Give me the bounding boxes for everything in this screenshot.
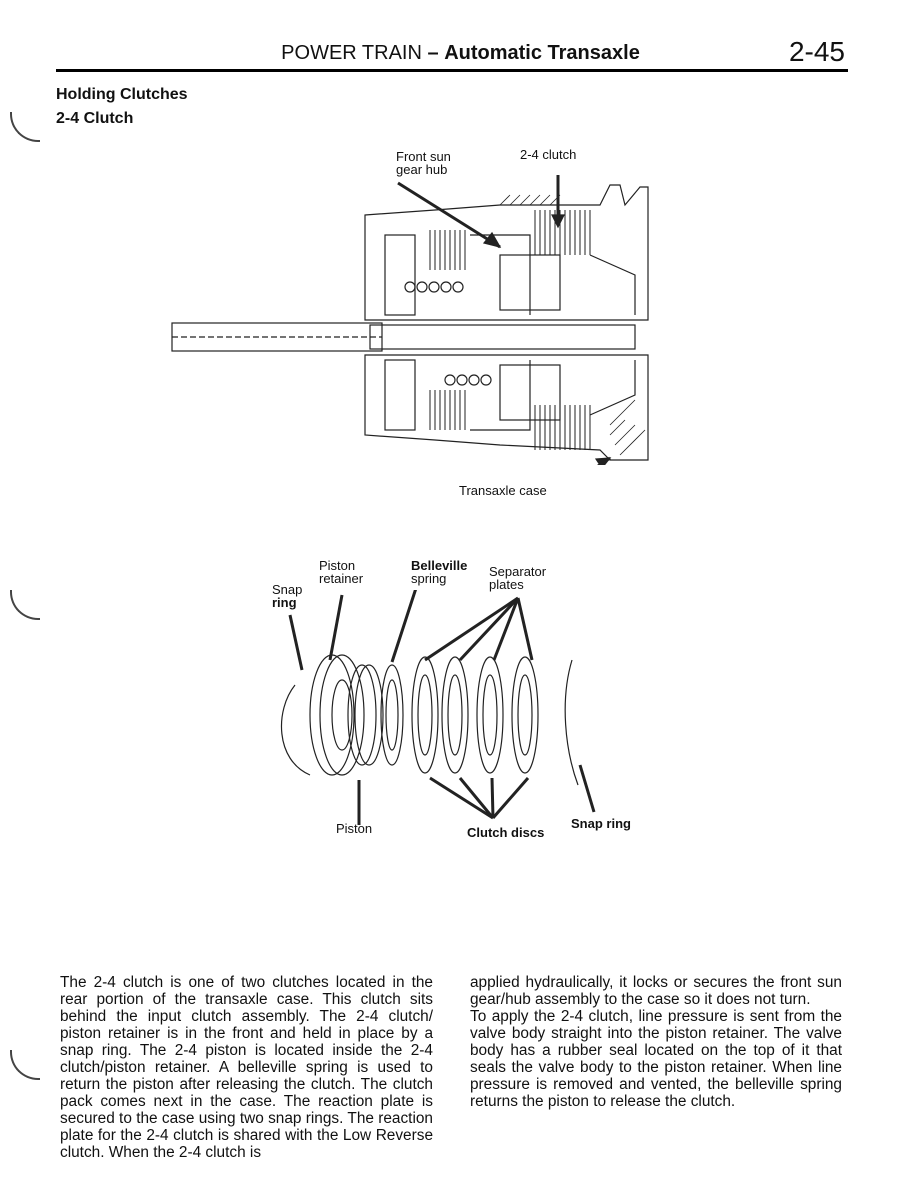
body-paragraph: The 2-4 clutch is one of two clutches lo… bbox=[60, 974, 433, 1161]
label-transaxle-case: Transaxle case bbox=[459, 483, 547, 498]
label-belleville-1: Belleville bbox=[411, 558, 468, 573]
label-belleville-2: spring bbox=[411, 571, 447, 586]
label-snap-1: Snap bbox=[272, 582, 303, 597]
header-title-left: POWER TRAIN bbox=[281, 42, 422, 64]
section-heading: Holding Clutches bbox=[56, 86, 188, 103]
label-piston: Piston bbox=[336, 821, 373, 836]
body-paragraph: applied hydraulically, it locks or secur… bbox=[470, 974, 842, 1008]
page-header-title: POWER TRAIN – Automatic Transaxle bbox=[0, 42, 921, 65]
clutch-exploded-illustration bbox=[280, 590, 596, 825]
binding-hole-mark bbox=[10, 590, 40, 620]
label-separator-2: plates bbox=[489, 577, 524, 592]
clutch-cross-section-illustration bbox=[171, 175, 649, 465]
label-2-4-clutch: 2-4 clutch bbox=[520, 147, 577, 162]
body-column-left: The 2-4 clutch is one of two clutches lo… bbox=[60, 974, 433, 1161]
header-title-sep: – bbox=[427, 42, 439, 64]
label-front-sun: Front sun bbox=[396, 149, 451, 164]
header-rule bbox=[56, 69, 848, 72]
binding-hole-mark bbox=[10, 1050, 40, 1080]
label-snap-2: ring bbox=[272, 595, 297, 610]
label-piston-retainer-1: Piston bbox=[319, 558, 356, 573]
label-gear-hub: gear hub bbox=[396, 162, 448, 177]
label-piston-retainer-2: retainer bbox=[319, 571, 364, 586]
page-number: 2-45 bbox=[788, 36, 845, 67]
label-clutch-discs: Clutch discs bbox=[467, 825, 545, 840]
label-separator-1: Separator bbox=[489, 564, 547, 579]
subsection-heading: 2-4 Clutch bbox=[56, 110, 134, 127]
body-paragraph: To apply the 2-4 clutch, line pressure i… bbox=[470, 1008, 842, 1110]
label-snap-ring-right: Snap ring bbox=[571, 816, 631, 831]
body-column-right: applied hydraulically, it locks or secur… bbox=[470, 974, 842, 1110]
header-title-right: Automatic Transaxle bbox=[444, 42, 640, 64]
binding-hole-mark bbox=[10, 112, 40, 142]
